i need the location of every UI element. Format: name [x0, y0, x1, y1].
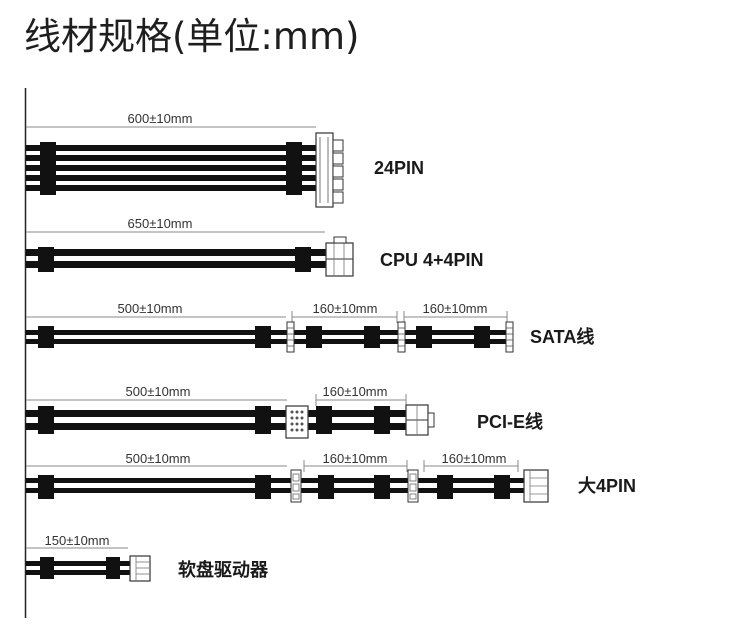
cable-floppy: 150±10mm 软盘驱动器	[26, 533, 269, 582]
cable-molex-4pin: 500±10mm 160±10mm 160±10mm	[26, 451, 636, 503]
dim-label: 160±10mm	[323, 384, 388, 399]
wire-bundle	[26, 410, 406, 430]
dim-label: 600±10mm	[128, 111, 193, 126]
dim-label: 500±10mm	[118, 301, 183, 316]
dim-label: 160±10mm	[323, 451, 388, 466]
cable-sleeve	[318, 475, 334, 499]
cable-sleeve	[286, 142, 302, 195]
sata-connector	[286, 321, 295, 353]
cable-sleeve	[437, 475, 453, 499]
wire-bundle	[26, 478, 526, 493]
cable-sleeve	[364, 326, 380, 348]
dim-label: 650±10mm	[128, 216, 193, 231]
cable-sleeve	[374, 406, 390, 434]
dim-label: 150±10mm	[45, 533, 110, 548]
cable-sleeve	[38, 475, 54, 499]
wire-bundle	[26, 561, 130, 575]
pcie-end-connector	[405, 404, 435, 436]
cable-sleeve	[106, 557, 120, 579]
cable-label: 软盘驱动器	[178, 559, 269, 580]
dim-label: 160±10mm	[442, 451, 507, 466]
atx-24pin-connector	[315, 132, 344, 208]
dim-label: 500±10mm	[126, 384, 191, 399]
cable-label: CPU 4+4PIN	[380, 250, 484, 270]
cable-pci-e: 500±10mm 160±10mm PCI-E线	[26, 384, 543, 439]
cable-sata: 500±10mm 160±10mm 160±10mm	[26, 301, 594, 353]
cable-sleeve	[494, 475, 510, 499]
cable-label: SATA线	[530, 326, 594, 347]
molex-connector	[407, 469, 419, 503]
cable-sleeve	[255, 326, 271, 348]
cable-sleeve	[255, 475, 271, 499]
cable-sleeve	[38, 406, 54, 434]
cable-label: 24PIN	[374, 158, 424, 178]
dim-label: 500±10mm	[126, 451, 191, 466]
cable-label: PCI-E线	[477, 411, 543, 432]
pcie-connector	[285, 405, 309, 439]
cable-sleeve	[40, 142, 56, 195]
page-title: 线材规格(单位:mm)	[24, 15, 360, 58]
cable-label: 大4PIN	[578, 475, 636, 496]
cable-sleeve	[374, 475, 390, 499]
dim-label: 160±10mm	[313, 301, 378, 316]
sata-connector	[397, 321, 406, 353]
cpu-8pin-connector	[325, 236, 354, 277]
wire-bundle	[26, 249, 326, 268]
cable-sleeve	[40, 557, 54, 579]
cable-sleeve	[38, 326, 54, 348]
cable-sleeve	[316, 406, 332, 434]
cable-sleeve	[306, 326, 322, 348]
cable-sleeve	[255, 406, 271, 434]
floppy-connector	[129, 555, 151, 582]
cable-sleeve	[416, 326, 432, 348]
dim-label: 160±10mm	[423, 301, 488, 316]
molex-connector	[290, 469, 302, 503]
cable-sleeve	[295, 247, 311, 272]
sata-connector	[505, 321, 514, 353]
molex-end-connector	[523, 469, 549, 503]
cable-24pin: 600±10mm 24PIN	[26, 111, 424, 208]
cable-sleeve	[474, 326, 490, 348]
wire-bundle	[26, 145, 316, 191]
cable-sleeve	[38, 247, 54, 272]
cable-cpu-4-4pin: 650±10mm CPU 4+4PIN	[26, 216, 484, 277]
